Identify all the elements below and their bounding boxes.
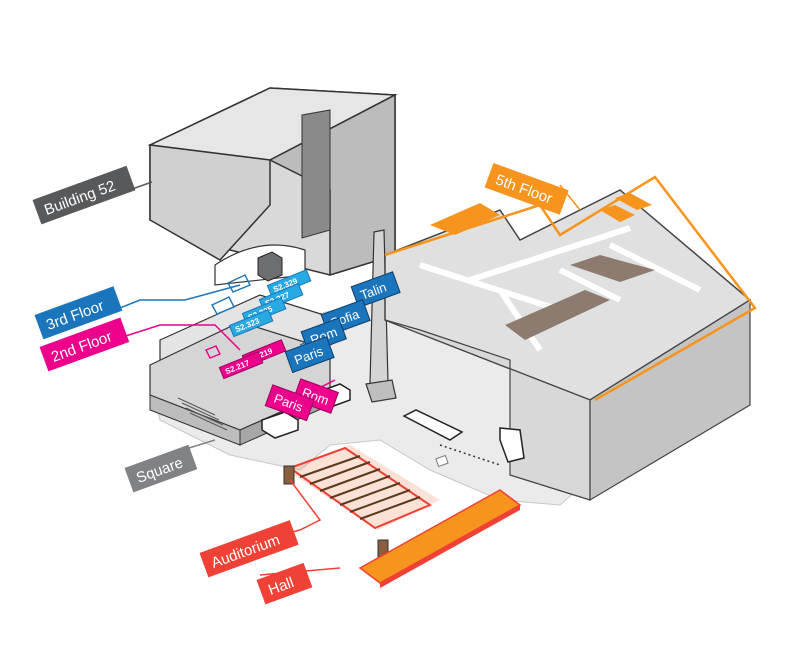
room-code-tag: S2.323 [228, 309, 274, 338]
dotted-path [439, 444, 501, 466]
entrance-stairs [177, 397, 228, 431]
plaza-bench [402, 409, 464, 441]
square-label: Square [124, 444, 198, 493]
fifth-floor-label: 5th Floor [484, 162, 569, 215]
room-tag-talin: Talin [350, 271, 401, 309]
auditorium-label: Auditorium [199, 520, 299, 578]
plaza-marker [435, 454, 449, 468]
hall [358, 489, 522, 588]
chimney [365, 229, 397, 403]
large-building [384, 175, 757, 502]
floor3-room-codes: S2.329 S2.327 S2.325 S2.323 [211, 269, 312, 338]
building-52-label: Building 52 [32, 165, 136, 225]
auditorium [283, 445, 440, 559]
auditorium-seating [299, 455, 421, 520]
hall-label: Hall [256, 562, 313, 605]
building-52-tower [147, 87, 398, 286]
